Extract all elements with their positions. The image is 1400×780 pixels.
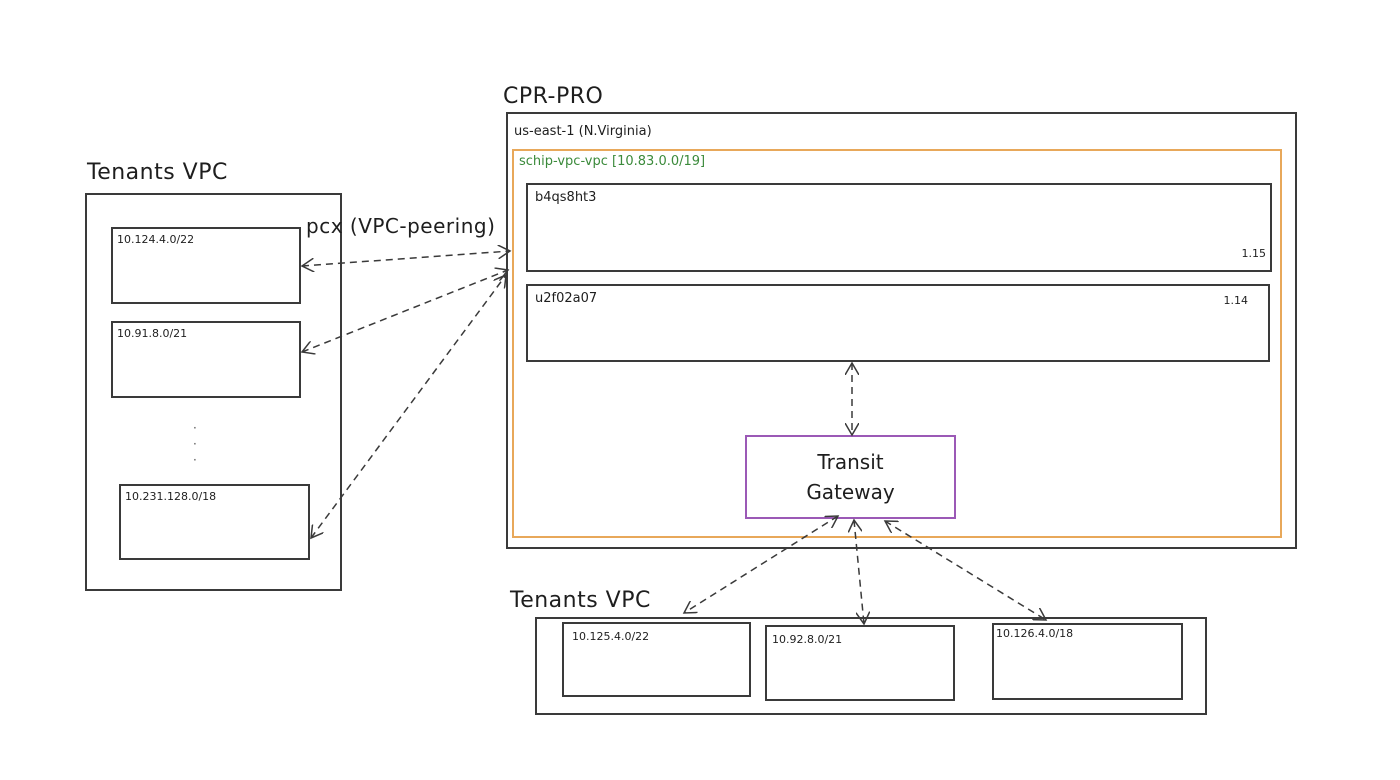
peering-label: pcx (VPC-peering) bbox=[306, 214, 496, 238]
left-tenant-vpc-1[interactable]: 10.124.4.0/22 bbox=[111, 227, 301, 304]
vpc-cidr: 10.92.8.0/21 bbox=[772, 633, 843, 646]
bottom-tenants-title: Tenants VPC bbox=[510, 588, 651, 613]
subnet-version: 1.14 bbox=[1223, 294, 1249, 307]
ellipsis-dots: ··· bbox=[193, 421, 197, 467]
vpc-cidr: 10.91.8.0/21 bbox=[117, 327, 188, 340]
bottom-tenant-vpc-2[interactable]: 10.92.8.0/21 bbox=[765, 625, 955, 701]
subnet-name: u2f02a07 bbox=[535, 291, 598, 306]
subnet-1[interactable]: b4qs8ht3 1.15 bbox=[526, 183, 1272, 272]
subnet-2[interactable]: u2f02a07 1.14 bbox=[526, 284, 1270, 362]
vpc-cidr: 10.231.128.0/18 bbox=[125, 490, 217, 503]
vpc-label: schip-vpc-vpc [10.83.0.0/19] bbox=[519, 154, 706, 169]
vpc-cidr: 10.126.4.0/18 bbox=[996, 627, 1074, 640]
left-tenant-vpc-2[interactable]: 10.91.8.0/21 bbox=[111, 321, 301, 398]
transit-gateway-label: Transit Gateway bbox=[806, 450, 895, 504]
vpc-cidr: 10.125.4.0/22 bbox=[572, 630, 650, 643]
left-tenants-title: Tenants VPC bbox=[87, 160, 228, 185]
account-title: CPR-PRO bbox=[503, 84, 604, 109]
region-label: us-east-1 (N.Virginia) bbox=[514, 124, 652, 139]
subnet-version: 1.15 bbox=[1241, 247, 1267, 260]
bottom-tenants-container[interactable] bbox=[535, 617, 1207, 715]
left-tenant-vpc-3[interactable]: 10.231.128.0/18 bbox=[119, 484, 310, 560]
bottom-tenant-vpc-3[interactable]: 10.126.4.0/18 bbox=[992, 623, 1183, 700]
transit-gateway[interactable]: Transit Gateway bbox=[745, 435, 956, 519]
vpc-cidr: 10.124.4.0/22 bbox=[117, 233, 195, 246]
subnet-name: b4qs8ht3 bbox=[535, 190, 597, 205]
bottom-tenant-vpc-1[interactable]: 10.125.4.0/22 bbox=[562, 622, 751, 697]
